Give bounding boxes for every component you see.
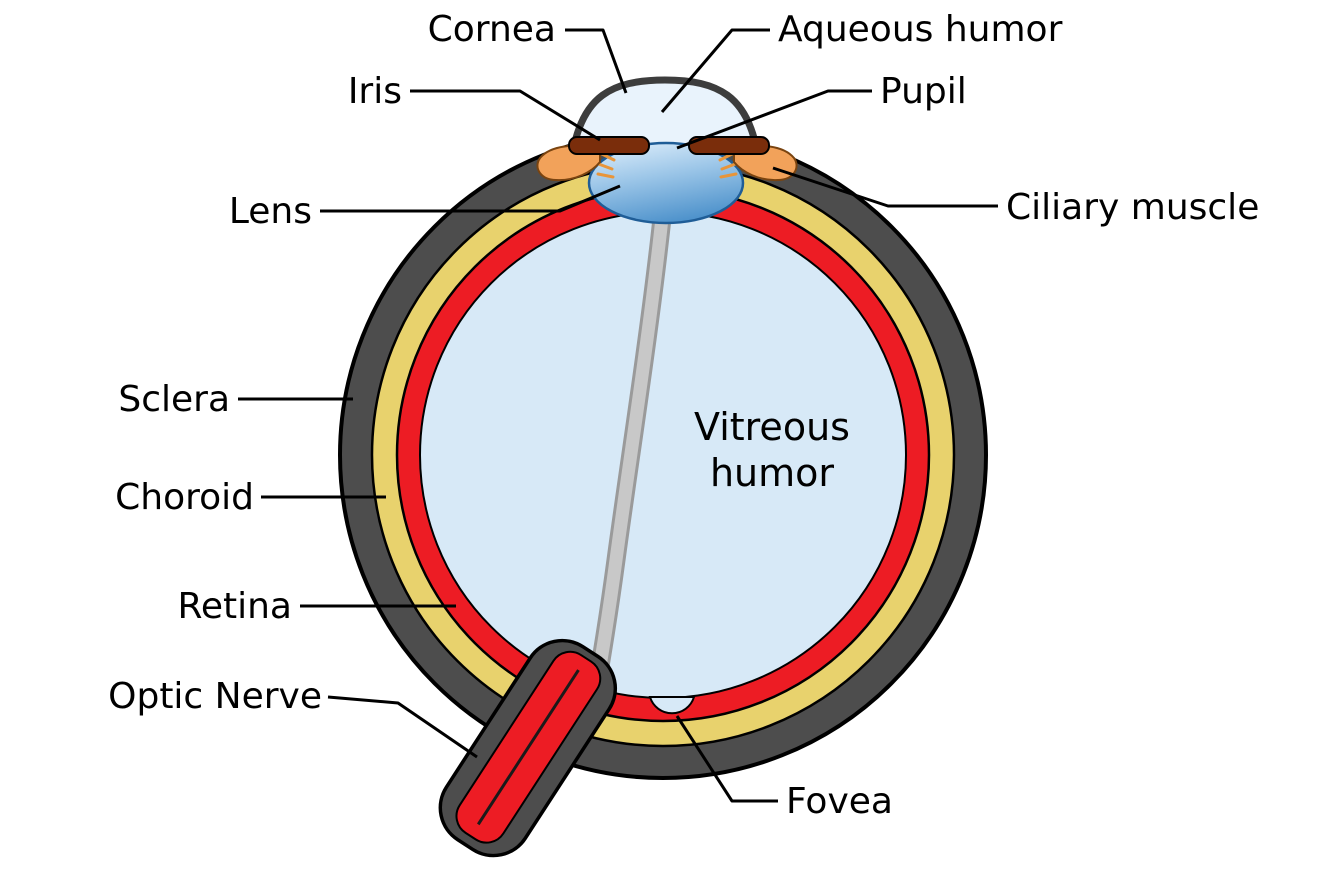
label-aqueous-humor: Aqueous humor [778,9,1063,50]
leader-optic-nerve [327,695,478,759]
lens [587,141,745,225]
label-ciliary-muscle: Ciliary muscle [1006,187,1259,228]
leader-cornea [565,28,628,94]
leader-fovea [675,715,778,803]
iris-right [688,136,770,155]
optic-nerve-center-line [476,669,580,826]
label-cornea: Cornea [428,9,556,50]
hyaloid-canal [589,211,669,697]
label-sclera: Sclera [118,379,230,420]
label-retina: Retina [177,586,292,627]
leader-pupil [676,89,872,150]
leader-aqueous [660,28,770,113]
leader-lines [238,28,998,803]
label-vitreous-humor-line1: Vitreous [694,405,850,449]
label-iris: Iris [348,71,402,112]
leader-lens [320,184,621,213]
eyeball [338,130,988,780]
label-fovea: Fovea [786,781,893,822]
iris-left [568,136,650,155]
fovea-notch [648,696,696,715]
labels: Cornea Aqueous humor Iris Pupil Lens Cil… [108,9,1259,822]
cornea-dome [569,76,761,155]
label-optic-nerve: Optic Nerve [108,676,322,717]
optic-nerve [438,638,618,858]
label-choroid: Choroid [115,477,254,518]
label-vitreous-humor-line2: humor [710,451,834,495]
leader-ciliary [772,166,998,208]
label-lens: Lens [229,191,312,232]
label-pupil: Pupil [880,71,967,112]
leader-iris [410,89,601,142]
